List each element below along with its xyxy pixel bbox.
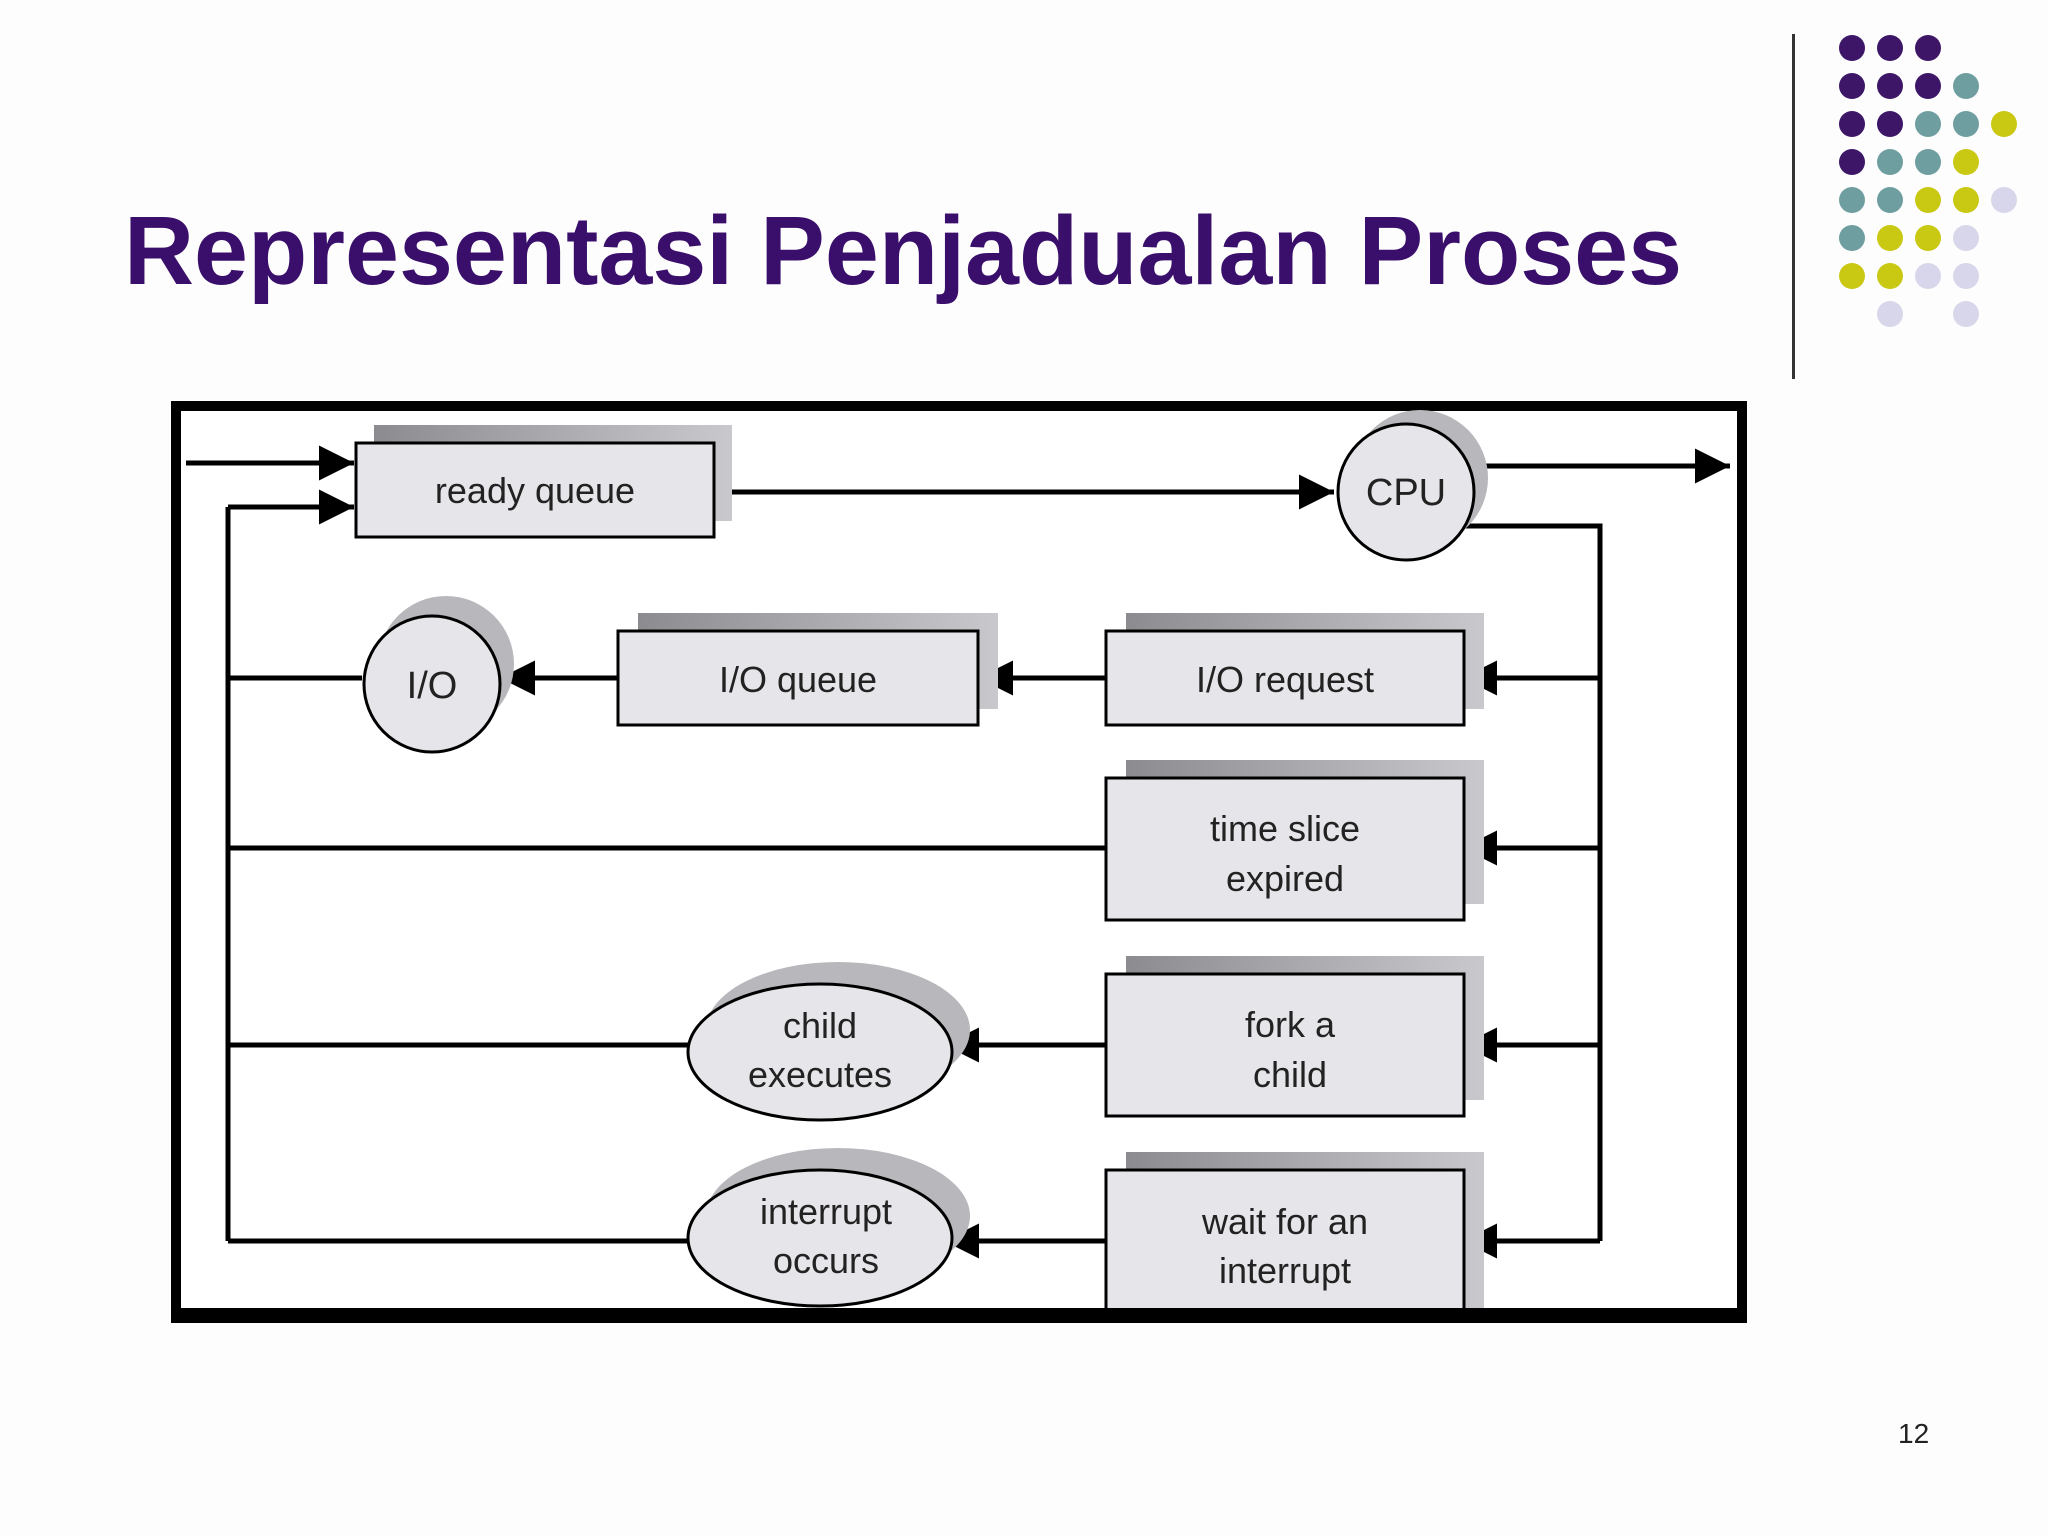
child-executes-label-line1: child (783, 1005, 857, 1046)
wait-for-interrupt-node: wait for an interrupt (1104, 1152, 1484, 1315)
interrupt-occurs-label-line2: occurs (773, 1240, 879, 1281)
decorative-dot (1877, 301, 1903, 327)
decorative-dot (1877, 111, 1903, 137)
decorative-dot (1915, 187, 1941, 213)
diagram-frame (171, 401, 1747, 1323)
wait-label-line1: wait for an (1201, 1201, 1368, 1242)
decorative-dot (1991, 187, 2017, 213)
decorative-dot (1953, 263, 1979, 289)
decorative-dot (1915, 35, 1941, 61)
fork-label-line2: child (1253, 1054, 1327, 1095)
time-slice-label-line1: time slice (1210, 808, 1360, 849)
decorative-dot (1877, 187, 1903, 213)
time-slice-label-line2: expired (1226, 858, 1344, 899)
decorative-dot (1839, 225, 1865, 251)
decorative-dot (1953, 149, 1979, 175)
interrupt-occurs-label-line1: interrupt (760, 1191, 892, 1232)
decorative-dot (1991, 111, 2017, 137)
slide-title: Representasi Penjadualan Proses (124, 196, 1683, 305)
io-queue-node: I/O queue (616, 613, 998, 727)
decorative-dot (1953, 301, 1979, 327)
cpu-node: CPU (1336, 410, 1488, 562)
decorative-dot (1953, 73, 1979, 99)
decorative-dot (1877, 263, 1903, 289)
fork-label-line1: fork a (1245, 1004, 1336, 1045)
decorative-dot (1915, 111, 1941, 137)
decorative-dot (1877, 35, 1903, 61)
child-executes-label-line2: executes (748, 1054, 892, 1095)
io-queue-label: I/O queue (719, 659, 877, 700)
decorative-dot (1839, 35, 1865, 61)
fork-a-child-node: fork a child (1104, 956, 1484, 1118)
connector-lines (186, 445, 1730, 1259)
decorative-dot (1877, 73, 1903, 99)
decorative-dot (1839, 263, 1865, 289)
cpu-label: CPU (1366, 472, 1446, 514)
decorative-dot (1915, 149, 1941, 175)
io-label: I/O (407, 665, 458, 707)
ready-queue-node: ready queue (354, 425, 732, 539)
decorative-dot (1839, 111, 1865, 137)
page-number: 12 (1898, 1418, 1930, 1449)
decorative-dot (1915, 73, 1941, 99)
interrupt-occurs-node: interrupt occurs (686, 1148, 970, 1308)
ready-queue-label: ready queue (435, 470, 635, 511)
decorative-dot (1915, 225, 1941, 251)
decorative-dot (1877, 225, 1903, 251)
decorative-dot (1953, 111, 1979, 137)
time-slice-expired-node: time slice expired (1104, 760, 1484, 922)
io-request-node: I/O request (1104, 613, 1484, 727)
title-divider (1792, 34, 1795, 379)
decorative-dot (1839, 73, 1865, 99)
decorative-dot (1839, 149, 1865, 175)
wait-label-line2: interrupt (1219, 1250, 1351, 1291)
child-executes-node: child executes (686, 962, 970, 1122)
decorative-dot (1839, 187, 1865, 213)
decorative-dot (1953, 225, 1979, 251)
decorative-dot (1877, 149, 1903, 175)
decorative-dot (1915, 263, 1941, 289)
io-request-label: I/O request (1196, 659, 1374, 700)
decorative-dot (1953, 187, 1979, 213)
io-node: I/O (362, 596, 514, 754)
decorative-dots (1839, 35, 2017, 327)
